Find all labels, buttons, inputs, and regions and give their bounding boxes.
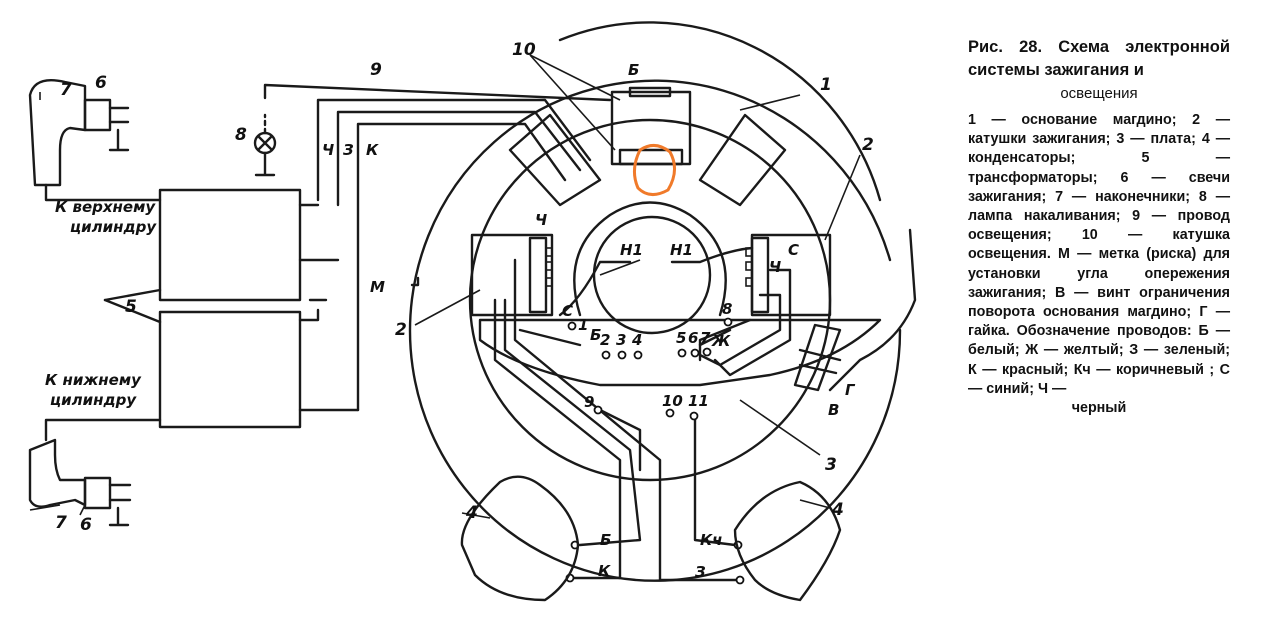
label-wire-k: К [598,562,611,580]
label-t3: 3 [616,331,626,349]
label-t10: 10 [662,392,683,410]
label-wire-ch: Ч [769,258,781,276]
lamp [253,113,277,177]
label-n2: 2 [862,135,874,155]
label-wire-z: З [695,563,706,581]
label-n7: 7 [55,513,67,533]
label-n5: 5 [125,297,137,317]
ignition-system-diagram: К верхнему цилиндру К нижнему цилиндру 1… [28,21,917,602]
spark-plug-lower [28,438,132,527]
label-screw-v: В [828,401,839,419]
label-wire-k: К [366,141,379,159]
label-h1: Н1 [670,241,693,259]
lower-cylinder-label: К нижнему [45,371,142,389]
upper-cylinder-label: К верхнему [55,198,156,216]
label-wire-s: С [562,302,573,320]
label-n1: 1 [820,75,832,95]
upper-cylinder-label-2: цилиндру [70,218,157,236]
label-wire-b: Б [590,326,601,344]
label-n6: 6 [80,515,92,535]
caption-title-end: освещения [1060,85,1138,102]
label-wire-s: С [788,241,799,259]
label-n10: 10 [512,40,536,60]
label-n4: 4 [831,500,844,520]
label-wire-b: Б [628,61,639,79]
label-wire-z: З [343,141,354,159]
label-t9: 9 [584,393,594,411]
label-t4: 4 [631,331,642,349]
label-wire-b: Б [600,531,611,549]
lower-cylinder-label-2: цилиндру [50,391,137,409]
label-t2: 2 [600,331,610,349]
caption-legend: 1 — основание магдино; 2 — катушки зажиг… [968,111,1230,418]
label-n8: 8 [235,125,247,145]
diagram-labels: К верхнему цилиндру К нижнему цилиндру 1… [45,40,874,581]
label-n4: 4 [465,503,478,523]
label-n7: 7 [60,80,72,100]
wiring [263,83,792,582]
label-t7: 7 [700,329,711,347]
label-t6: 6 [688,329,698,347]
label-t1: 1 [578,316,588,334]
legend-text-end: черный [1071,400,1127,417]
label-h1: Н1 [620,241,643,259]
limit-screw [793,323,842,392]
label-wire-zh: Ж [711,332,731,350]
label-n9: 9 [370,60,382,80]
ignition-coil-left [470,233,554,317]
figure-caption: Рис. 28. Схема электронной системы зажиг… [968,36,1230,418]
label-n6: 6 [95,73,107,93]
label-wire-kch: Кч [700,531,723,549]
label-wire-ch: Ч [322,141,334,159]
transformers [44,183,302,442]
lighting-coil [610,86,692,166]
mark-m [410,276,420,287]
label-wire-ch: Ч [535,211,547,229]
annotation-circle [633,144,676,196]
label-mark-m: М [370,278,385,296]
label-n3: 3 [825,455,837,475]
spark-plug-upper [28,78,130,187]
label-t8: 8 [722,300,732,318]
label-n2: 2 [395,320,407,340]
caption-title-text: Рис. 28. Схема электронной системы зажиг… [968,38,1230,79]
legend-text: 1 — основание магдино; 2 — катушки зажиг… [968,112,1230,397]
capacitors [460,475,842,602]
label-nut-g: Г [845,381,856,399]
label-t5: 5 [676,329,686,347]
caption-title: Рис. 28. Схема электронной системы зажиг… [968,36,1230,105]
leaders [29,54,861,519]
label-t11: 11 [688,392,709,410]
